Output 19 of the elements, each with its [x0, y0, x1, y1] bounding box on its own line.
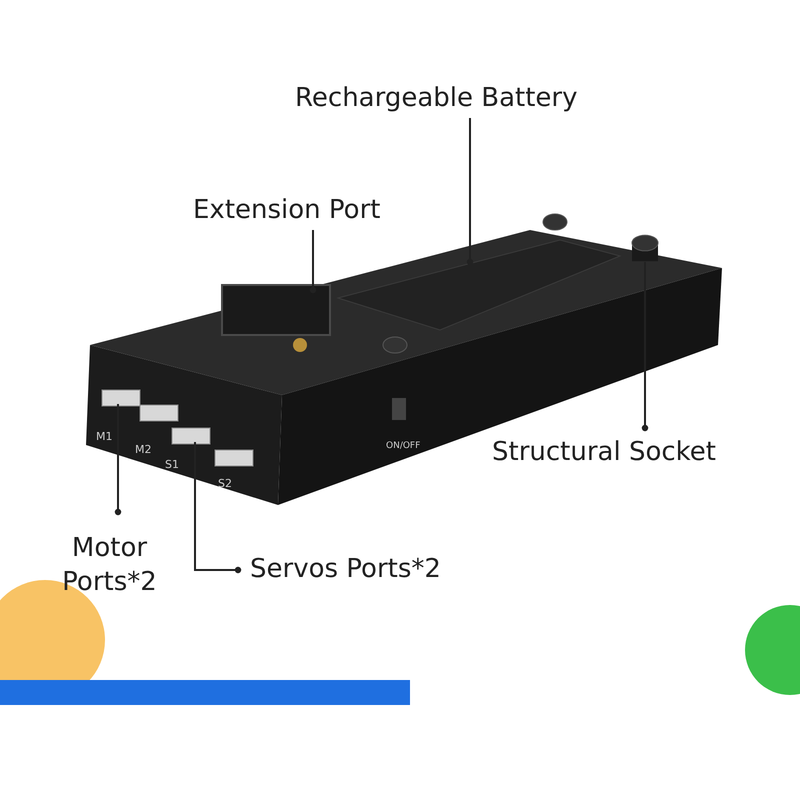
port-label: ON/OFF — [386, 441, 420, 451]
callout-label: Servos Ports*2 — [250, 553, 510, 587]
leader-line — [642, 262, 648, 432]
callout-label: Structural Socket — [492, 436, 792, 470]
leader-line — [114, 404, 122, 516]
connector-ports — [102, 390, 178, 422]
port-label: S2 — [218, 477, 232, 490]
callout-label: Motor Ports*2 — [42, 532, 177, 600]
device-part — [336, 239, 622, 331]
callout-label: Rechargeable Battery — [295, 82, 675, 116]
leader-line — [466, 118, 474, 266]
device-part — [221, 284, 331, 336]
socket-part — [632, 234, 658, 262]
port-label: M1 — [96, 430, 112, 443]
callout-label: Extension Port — [193, 194, 453, 228]
port-label: S1 — [165, 458, 179, 471]
port-label: M2 — [135, 443, 152, 456]
leader-line — [310, 230, 316, 294]
leader-line — [194, 442, 242, 574]
